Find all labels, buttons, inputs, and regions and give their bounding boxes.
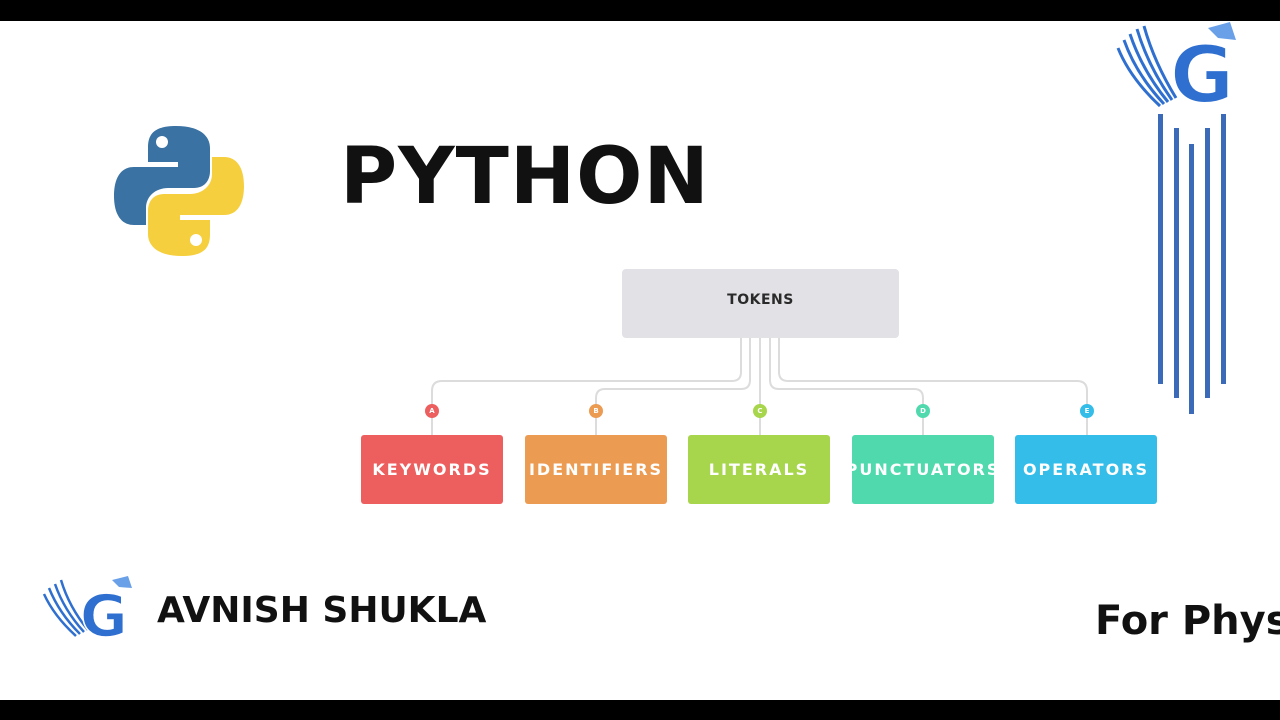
literals-node: LITERALS [688,435,830,504]
keywords-marker-letter: A [429,407,435,415]
g-brand-logo-small-icon: G [42,576,132,642]
author-name: AVNISH SHUKLA [157,590,487,631]
tokens-root-node: TOKENS [622,269,899,338]
page-title: PYTHON [340,132,710,222]
punctuators-marker: D [916,404,930,418]
decorative-stripes [1158,114,1226,414]
top-letterbox-bar [0,0,1280,21]
operators-node: OPERATORS [1015,435,1157,504]
keywords-node: KEYWORDS [361,435,503,504]
literals-marker: C [753,404,767,418]
punctuators-label: PUNCTUATORS [845,460,1001,479]
punctuators-node: PUNCTUATORS [846,435,998,504]
operators-marker: E [1080,404,1094,418]
identifiers-marker-letter: B [593,407,599,415]
svg-text:G: G [80,582,128,642]
bottom-letterbox-bar [0,700,1280,720]
literals-marker-letter: C [757,407,763,415]
operators-marker-letter: E [1084,407,1090,415]
identifiers-node: IDENTIFIERS [525,435,667,504]
keywords-label: KEYWORDS [372,460,492,479]
punctuators-marker-letter: D [920,407,926,415]
identifiers-marker: B [589,404,603,418]
footer-note: For Phys [1095,598,1280,644]
literals-label: LITERALS [708,460,810,479]
svg-text:G: G [1170,31,1234,114]
operators-label: OPERATORS [1022,460,1150,479]
g-brand-logo-icon: G [1116,22,1236,114]
tokens-root-label: TOKENS [727,291,794,308]
python-logo-icon [114,126,244,256]
keywords-marker: A [425,404,439,418]
identifiers-label: IDENTIFIERS [528,460,664,479]
